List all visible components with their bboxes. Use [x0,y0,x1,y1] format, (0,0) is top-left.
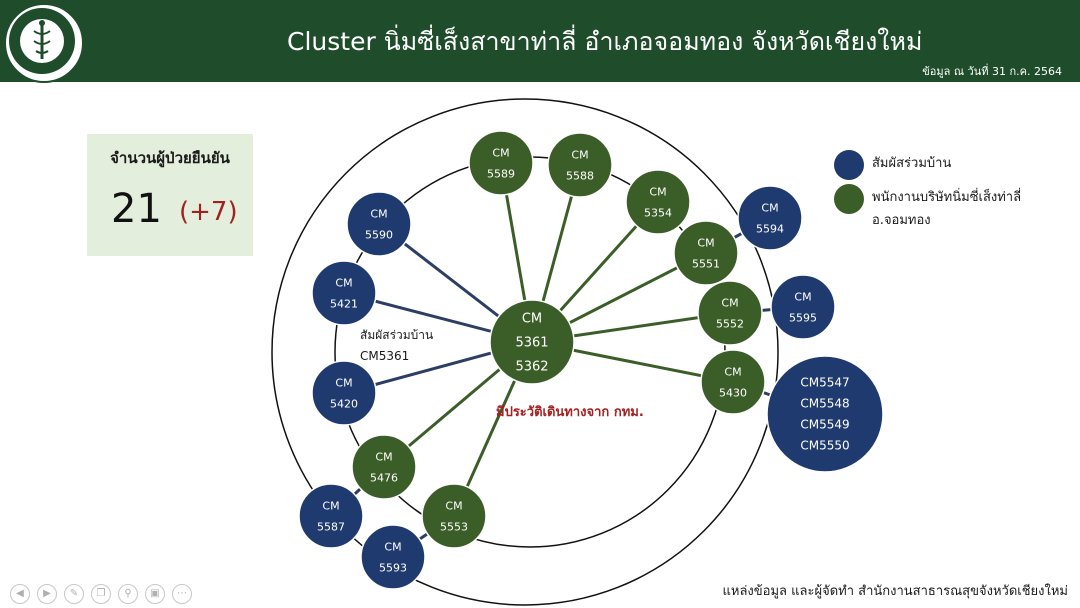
case-node-5551: CM 5551 [673,220,739,286]
cluster-diagram: CM53615362CM5589CM5588CM5354CM5551CM5552… [271,98,884,606]
case-node-5594: CM 5594 [737,185,803,251]
more-icon[interactable]: ⋯ [172,584,192,604]
case-node-label: 5361 [515,336,548,351]
case-node-circle [489,299,575,385]
legend-household-swatch [834,150,864,180]
case-node-label: CM [370,207,387,220]
case-node-5595: CM 5595 [770,274,836,340]
legend-employee-swatch [834,184,864,214]
case-node-label: 5354 [644,206,672,219]
case-node-5430: CM 5430 [700,349,766,415]
case-node-circle [421,483,487,549]
back-icon[interactable]: ◀ [10,584,30,604]
case-node-5420: CM 5420 [311,360,377,426]
case-node-label: 5420 [330,397,358,410]
confirmed-cases-label: จำนวนผู้ป่วยยืนยัน [110,149,230,167]
case-node-5476: CM 5476 [351,434,417,500]
case-node-label: 5594 [756,222,784,235]
case-node-label: CM [322,499,339,512]
case-node-label: CM [721,296,738,309]
case-node-label: CM [697,236,714,249]
case-node-circle [766,355,884,473]
case-node-label: CM [445,499,462,512]
forward-icon[interactable]: ▶ [37,584,57,604]
header-bar: Cluster นิ่มซี่เส็งสาขาท่าลี่ อำเภอจอมทอ… [0,0,1080,83]
case-node-label: 5551 [692,257,720,270]
case-node-circle [468,130,534,196]
legend-employee-label: พนักงานบริษัทนิ่มซี่เส็งท่าลี่ [872,190,1022,205]
case-node-label: 5552 [716,317,744,330]
case-node-label: 5362 [515,360,548,375]
legend-employee-label-2: อ.จอมทอง [872,213,931,228]
case-node-circle [770,274,836,340]
travel-history-annotation: มีประวัติเดินทางจาก กทม. [496,404,644,420]
case-node-label: CM [761,201,778,214]
copy-icon[interactable]: ❐ [91,584,111,604]
case-node-5588: CM 5588 [547,132,613,198]
case-node-label: 5553 [440,520,468,533]
case-node-5587: CM 5587 [298,483,364,549]
nodes-layer: CM53615362CM5589CM5588CM5354CM5551CM5552… [298,130,884,590]
case-node-circle [673,220,739,286]
case-node-label: 5595 [789,311,817,324]
pen-icon[interactable]: ✎ [64,584,84,604]
case-node-label: CM5548 [800,397,849,411]
household-annotation-line1: สัมผัสร่วมบ้าน [360,328,433,342]
case-node-label: CM [794,290,811,303]
case-node-label: 5421 [330,297,358,310]
case-node-5590: CM 5590 [346,191,412,257]
case-node-circle [547,132,613,198]
case-node-label: 5588 [566,169,594,182]
case-node-label: CM5550 [800,439,849,453]
case-node-label: CM [649,185,666,198]
confirmed-cases-delta: (+7) [179,197,238,227]
case-node-center: CM 5361 5362 [489,299,575,385]
case-node-5553: CM 5553 [421,483,487,549]
case-node-label: CM [335,276,352,289]
case-node-label: CM [492,146,509,159]
case-node-label: CM [522,312,542,327]
case-node-5421: CM 5421 [311,260,377,326]
case-node-circle [737,185,803,251]
confirmed-cases-box: จำนวนผู้ป่วยยืนยัน 21 (+7) [87,134,253,256]
case-node-label: CM [571,148,588,161]
case-node-label: CM [335,376,352,389]
case-node-circle [311,260,377,326]
outer-ring [271,98,779,606]
case-node-circle [298,483,364,549]
case-node-label: CM [724,365,741,378]
data-date: ข้อมูล ณ วันที่ 31 ก.ค. 2564 [922,65,1062,78]
case-node-circle [311,360,377,426]
case-node-5589: CM 5589 [468,130,534,196]
source-footer: แหล่งข้อมูล และผู้จัดทำ สำนักงานสาธารณสุ… [722,584,1068,599]
case-node-circle [700,349,766,415]
case-node-label: 5589 [487,167,515,180]
case-node-circle [360,524,426,590]
case-node-label: 5476 [370,471,398,484]
zoom-icon[interactable]: ⚲ [118,584,138,604]
case-node-circle [625,169,691,235]
case-node-label: 5590 [365,228,393,241]
confirmed-cases-count: 21 [111,186,162,232]
case-node-label: 5593 [379,561,407,574]
case-node-circle [346,191,412,257]
case-node-label: CM5547 [800,376,849,390]
household-annotation-line2: CM5361 [360,349,409,363]
legend-household-label: สัมผัสร่วมบ้าน [872,156,952,171]
case-node-5354: CM 5354 [625,169,691,235]
case-node-5593: CM 5593 [360,524,426,590]
case-node-circle [351,434,417,500]
case-node-circle [697,280,763,346]
page-title: Cluster นิ่มซี่เส็งสาขาท่าลี่ อำเภอจอมทอ… [287,27,923,56]
case-node-label: CM [375,450,392,463]
subtitle-icon[interactable]: ▣ [145,584,165,604]
case-node-label: CM5549 [800,418,849,432]
case-node-label: CM [384,540,401,553]
case-node-5552: CM 5552 [697,280,763,346]
case-node-label: 5587 [317,520,345,533]
case-node-label: 5430 [719,386,747,399]
ministry-logo [4,3,84,83]
